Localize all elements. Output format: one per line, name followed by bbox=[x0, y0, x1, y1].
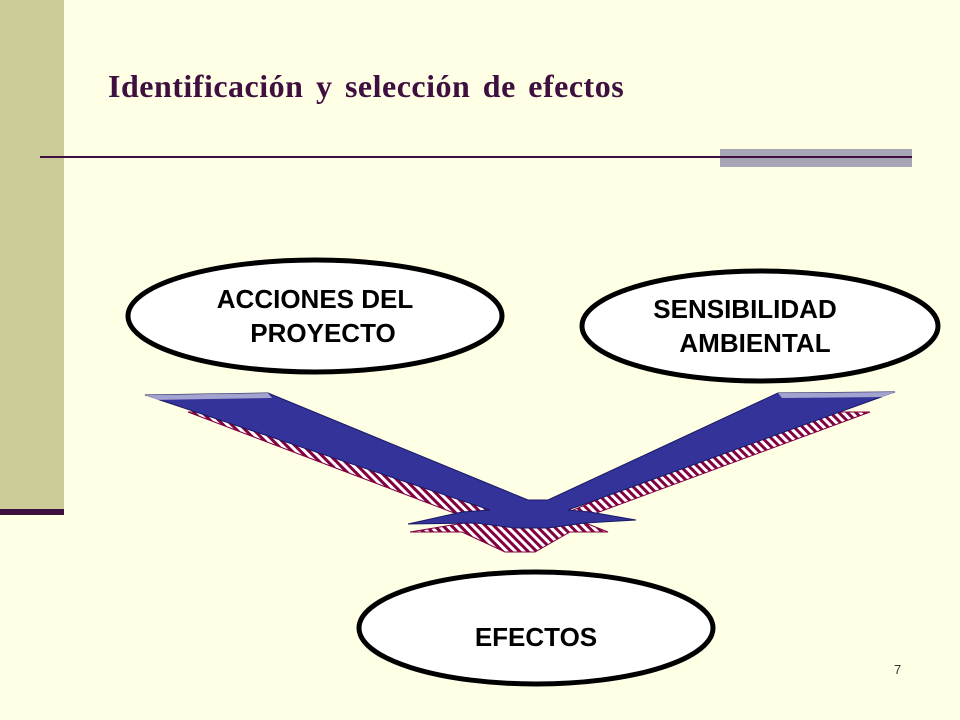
label-sensibilidad-line2: AMBIENTAL bbox=[679, 328, 831, 358]
label-acciones-line1: ACCIONES DEL bbox=[216, 284, 414, 314]
side-bar bbox=[0, 0, 64, 512]
label-efectos: EFECTOS bbox=[396, 620, 676, 654]
converging-arrow bbox=[144, 391, 896, 529]
oval-sensibilidad bbox=[579, 268, 941, 384]
oval-efectos bbox=[356, 569, 716, 687]
label-acciones-line2: PROYECTO bbox=[250, 318, 396, 348]
title-rule-grey-block bbox=[720, 149, 912, 167]
oval-acciones bbox=[125, 257, 505, 375]
label-acciones: ACCIONES DEL PROYECTO bbox=[175, 282, 455, 350]
side-bar-accent bbox=[0, 509, 64, 515]
title-rule bbox=[40, 156, 912, 158]
label-sensibilidad: SENSIBILIDAD AMBIENTAL bbox=[610, 292, 910, 360]
page-number: 7 bbox=[894, 662, 902, 677]
slide-title: Identificación y selección de efectos bbox=[108, 68, 625, 104]
title-rule-inner bbox=[720, 156, 912, 158]
label-efectos-line1: EFECTOS bbox=[474, 622, 598, 652]
label-sensibilidad-line1: SENSIBILIDAD bbox=[653, 294, 837, 324]
